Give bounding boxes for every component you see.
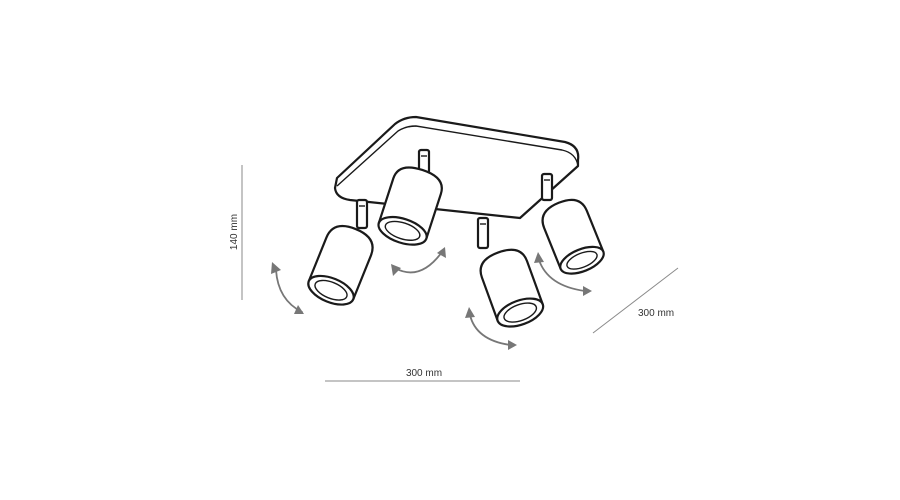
- spot-lamp-4: [540, 172, 605, 275]
- depth-label: 300 mm: [638, 308, 674, 319]
- height-label: 140 mm: [229, 214, 240, 250]
- rotation-arrow-1: [271, 262, 304, 314]
- rotation-arrow-4: [534, 252, 592, 296]
- spot-lamp-2: [377, 148, 443, 246]
- spot-lamp-3: [476, 216, 545, 328]
- depth-dimension: 300 mm: [592, 267, 679, 334]
- width-dimension: 300 mm: [325, 368, 520, 382]
- ceiling-plate: [333, 115, 580, 220]
- height-dimension: 140 mm: [229, 165, 243, 300]
- width-label: 300 mm: [406, 368, 442, 379]
- spot-lamp-1: [307, 198, 374, 306]
- rotation-arrow-3: [465, 307, 517, 350]
- rotation-arrow-2: [391, 247, 446, 276]
